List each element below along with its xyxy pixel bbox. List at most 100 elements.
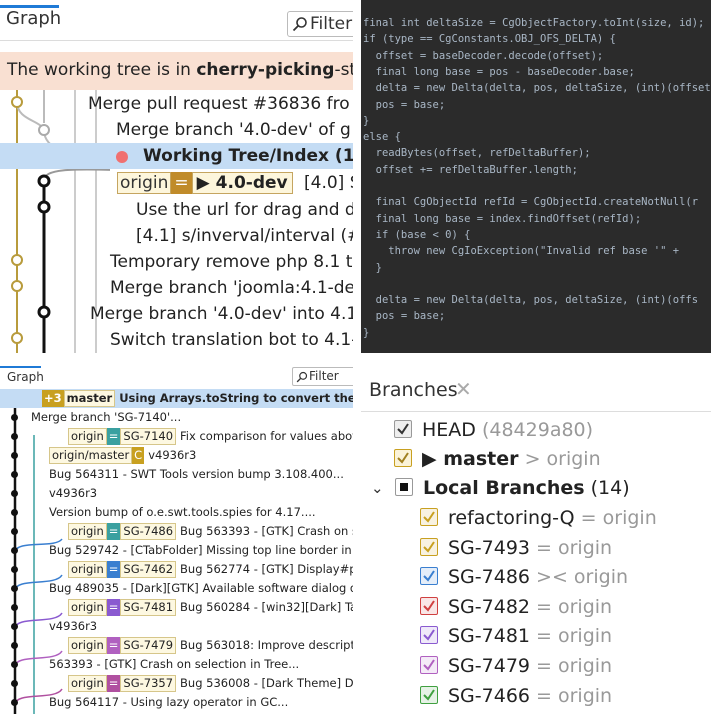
- commit-row[interactable]: Version bump of o.e.swt.tools.spies for …: [0, 503, 353, 522]
- branch-name: SG-7481 = origin: [448, 625, 613, 648]
- equal-sync-icon: =: [106, 637, 121, 654]
- graph-panel-large: Graph Filter The working tree is in cher…: [0, 0, 353, 353]
- origin-label: origin: [68, 675, 107, 692]
- tab-graph[interactable]: Graph: [7, 370, 44, 384]
- branches-title: Branches: [369, 379, 458, 401]
- commit-message: Bug 560284 - [win32][Dark] Table h: [180, 600, 353, 614]
- checkbox[interactable]: [420, 567, 438, 586]
- checkbox[interactable]: [420, 685, 438, 704]
- tab-indicator: [0, 5, 59, 8]
- branch-label: master: [63, 390, 116, 407]
- commit-message: Using Arrays.toString to convert the arr…: [119, 391, 353, 405]
- working-tree-label: Working Tree/Index (1 ch: [143, 146, 353, 166]
- code-line: final long base = index.findOffset(refId…: [363, 212, 642, 225]
- code-editor-panel[interactable]: final int deltaSize = CgObjectFactory.to…: [361, 0, 711, 353]
- commit-row[interactable]: Use the url for drag and drc: [0, 197, 353, 223]
- working-tree-dot: [116, 151, 128, 163]
- tab-graph[interactable]: Graph: [6, 8, 62, 29]
- commit-dot: [11, 642, 18, 649]
- origin-label: origin/master: [49, 447, 133, 464]
- branch-name: HEAD (48429a80): [422, 419, 594, 441]
- commit-row[interactable]: [4.1] s/inverval/interval (#36: [0, 223, 353, 249]
- branch-name: SG-7493 = origin: [448, 536, 613, 559]
- checkbox[interactable]: [394, 449, 412, 467]
- checkbox[interactable]: [420, 656, 438, 674]
- ahead-count-badge: +3: [42, 390, 64, 407]
- commit-row[interactable]: 563393 - [GTK] Crash on selection in Tre…: [0, 655, 353, 674]
- commit-row[interactable]: Merge branch '4.0-dev' of g: [0, 117, 353, 143]
- banner-prefix: The working tree is in: [7, 60, 197, 80]
- equal-sync-icon: =: [171, 172, 192, 194]
- equal-sync-icon: C: [132, 447, 145, 464]
- equal-sync-icon: =: [106, 675, 121, 692]
- commit-row[interactable]: Bug 489035 - [Dark][GTK] Available softw…: [0, 579, 353, 598]
- commit-row[interactable]: Bug 529742 - [CTabFolder] Missing top li…: [0, 541, 353, 560]
- commit-row[interactable]: Bug 564311 - SWT Tools version bump 3.10…: [0, 465, 353, 484]
- commit-dot: [11, 452, 18, 459]
- branch-label: SG-7462: [120, 561, 177, 578]
- branch-label: ▶ 4.0-dev: [191, 172, 293, 194]
- commit-row[interactable]: Temporary remove php 8.1 tes: [0, 249, 353, 275]
- checkbox[interactable]: [420, 537, 438, 556]
- equal-sync-icon: =: [106, 428, 121, 445]
- banner-state: cherry-picking: [196, 60, 335, 80]
- filter-placeholder: Filter: [309, 369, 339, 383]
- commit-message: Bug 564117 - Using lazy operator in GC..…: [49, 695, 289, 709]
- commit-row[interactable]: Merge branch 'SG-7140'...: [0, 408, 353, 427]
- commit-message: v4936r3: [49, 619, 98, 633]
- origin-label: origin: [68, 637, 107, 654]
- commit-row[interactable]: Merge branch 'joomla:4.1-dev': [0, 275, 353, 301]
- commit-dot: [11, 566, 18, 573]
- commit-dot: [11, 528, 18, 535]
- commit-dot: [11, 699, 18, 706]
- checkbox[interactable]: [395, 478, 413, 496]
- code-line: delta = new Delta(delta, pos, deltaSize,…: [363, 294, 699, 307]
- branch-label: SG-7486: [120, 523, 177, 540]
- commit-message: v4936r3: [148, 448, 197, 462]
- commit-message: Bug 564311 - SWT Tools version bump 3.10…: [49, 467, 344, 481]
- working-tree-row[interactable]: Working Tree/Index (1 ch: [0, 143, 353, 169]
- checkbox[interactable]: [420, 508, 438, 526]
- commit-message: Bug 563018: Improve description c: [180, 638, 353, 652]
- commit-row[interactable]: Merge pull request #36836 fro: [0, 91, 353, 117]
- commit-row[interactable]: Bug 564117 - Using lazy operator in GC..…: [0, 693, 353, 712]
- commit-row[interactable]: origin=▶ 4.0-dev [4.0] Set jf: [0, 170, 353, 196]
- branch-name: ▶ master > origin: [422, 448, 601, 470]
- commit-dot: [11, 547, 18, 554]
- equal-sync-icon: =: [106, 523, 121, 540]
- origin-label: origin: [68, 523, 107, 540]
- graph-header: Graph Filter: [0, 361, 353, 390]
- filter-input[interactable]: Filter: [292, 367, 353, 386]
- close-icon[interactable]: ✕: [455, 377, 472, 401]
- checkbox[interactable]: [420, 626, 438, 645]
- checkbox[interactable]: [420, 596, 438, 615]
- commit-row[interactable]: v4936r3: [0, 617, 353, 636]
- filter-input[interactable]: Filter: [287, 11, 353, 37]
- commit-row[interactable]: v4936r3: [0, 484, 353, 503]
- commit-row[interactable]: Switch translation bot to 4.1-de: [0, 327, 353, 353]
- chevron-down-icon[interactable]: ⌄: [371, 479, 384, 497]
- commit-message: Merge branch 'joomla:4.1-dev': [110, 278, 353, 298]
- commit-message: Bug 536008 - [Dark Theme] Disabl: [180, 676, 353, 690]
- commit-message: Version bump of o.e.swt.tools.spies for …: [49, 505, 316, 519]
- commit-dot: [11, 490, 18, 497]
- tab-indicator: [0, 366, 41, 368]
- graph-header: Graph Filter: [0, 0, 353, 41]
- branch-label: SG-7481: [120, 599, 177, 616]
- code-line: delta = new Delta(delta, pos, deltaSize,…: [363, 82, 711, 95]
- commit-row[interactable]: Merge branch '4.0-dev' into 4.1-c: [0, 301, 353, 327]
- commit-message: Merge branch '4.0-dev' into 4.1-c: [90, 304, 353, 324]
- code-line: final CgObjectId refId = CgObjectId.crea…: [363, 196, 699, 209]
- checkbox[interactable]: [394, 420, 412, 438]
- code-line: offset += refDeltaBuffer.length;: [363, 163, 578, 176]
- commit-message: Switch translation bot to 4.1-de: [110, 330, 353, 350]
- commit-dot: [11, 471, 18, 478]
